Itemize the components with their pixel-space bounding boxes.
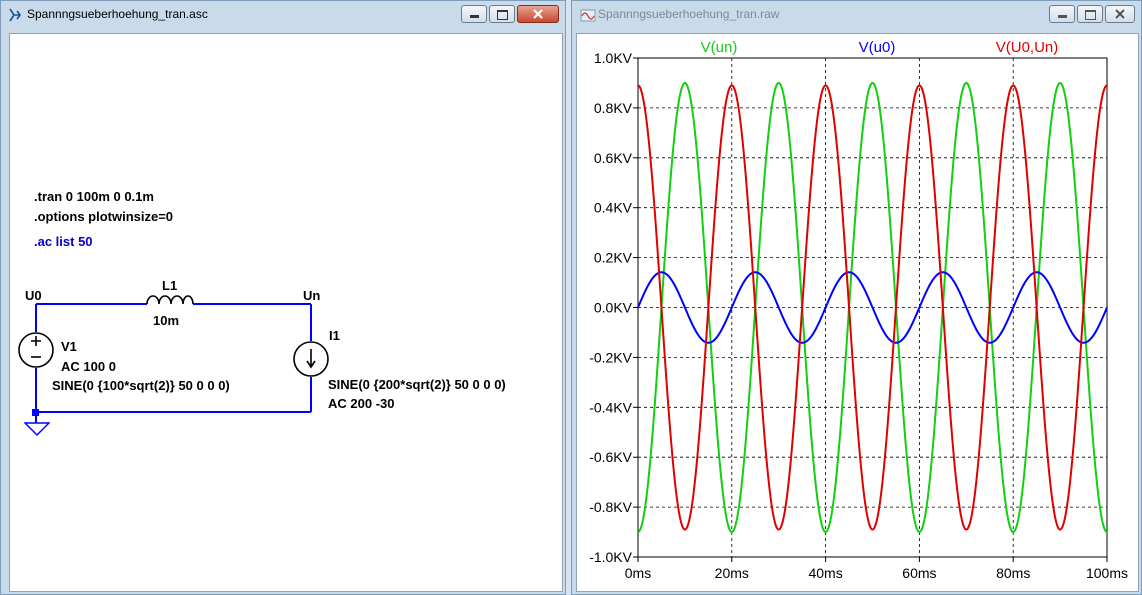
close-icon bbox=[533, 9, 543, 19]
schematic-titlebar[interactable]: Spannngsueberhoehung_tran.asc bbox=[1, 1, 565, 29]
minimize-icon bbox=[1058, 15, 1067, 18]
schematic-window[interactable]: Spannngsueberhoehung_tran.asc bbox=[0, 0, 566, 595]
legend-entry: V(u0) bbox=[859, 39, 896, 56]
close-button[interactable] bbox=[1105, 5, 1135, 23]
series-line-3 bbox=[637, 84, 1108, 531]
v1-name[interactable]: V1 bbox=[61, 339, 77, 354]
circuit-wiring bbox=[32, 303, 312, 423]
maximize-button[interactable] bbox=[489, 5, 515, 23]
minimize-icon bbox=[470, 15, 479, 18]
x-tick-label: 60ms bbox=[902, 565, 936, 581]
legend-entry: V(un) bbox=[701, 39, 738, 56]
v1-ac-value[interactable]: AC 100 0 bbox=[61, 359, 116, 374]
y-tick-label: -0.4KV bbox=[589, 399, 632, 415]
waveform-plot-area[interactable]: 1.0KV 0.8KV 0.6KV 0.4KV 0.2KV 0.0KV -0.2KV -0.4… bbox=[576, 33, 1139, 592]
y-tick-label: 0.0KV bbox=[594, 300, 633, 316]
options-directive[interactable]: .options plotwinsize=0 bbox=[34, 209, 174, 224]
waveform-window[interactable]: Spannngsueberhoehung_tran.raw 1.0KV 0.8KV… bbox=[571, 0, 1142, 595]
restore-icon bbox=[1085, 10, 1096, 20]
ltspice-schematic-icon bbox=[9, 8, 21, 22]
ground-symbol bbox=[24, 422, 50, 437]
y-tick-label: 0.4KV bbox=[594, 200, 633, 216]
maximize-button[interactable] bbox=[1077, 5, 1103, 23]
y-tick-label: -1.0KV bbox=[589, 549, 632, 565]
schematic-window-title: Spannngsueberhoehung_tran.asc bbox=[27, 7, 208, 21]
current-source-i1-symbol[interactable] bbox=[291, 339, 331, 379]
i1-sine-value[interactable]: SINE(0 {200*sqrt(2)} 50 0 0 0) bbox=[328, 377, 506, 392]
y-tick-label: 0.6KV bbox=[594, 150, 633, 166]
v1-sine-value[interactable]: SINE(0 {100*sqrt(2)} 50 0 0 0) bbox=[52, 378, 230, 393]
node-label-un[interactable]: Un bbox=[303, 288, 321, 303]
voltage-source-v1-symbol[interactable] bbox=[16, 330, 56, 370]
inductor-name[interactable]: L1 bbox=[162, 278, 178, 293]
waveform-window-title: Spannngsueberhoehung_tran.raw bbox=[598, 7, 780, 21]
y-tick-label: -0.2KV bbox=[589, 349, 632, 365]
x-tick-label: 0ms bbox=[625, 565, 651, 581]
waveform-titlebar[interactable]: Spannngsueberhoehung_tran.raw bbox=[572, 1, 1141, 29]
minimize-button[interactable] bbox=[461, 5, 487, 23]
y-tick-label: 0.8KV bbox=[594, 100, 633, 116]
x-tick-label: 20ms bbox=[715, 565, 749, 581]
i1-ac-value[interactable]: AC 200 -30 bbox=[328, 396, 395, 411]
inductor-value[interactable]: 10m bbox=[153, 313, 180, 328]
x-tick-label: 40ms bbox=[808, 565, 842, 581]
i1-name[interactable]: I1 bbox=[329, 328, 340, 343]
waveform-chart[interactable]: 1.0KV 0.8KV 0.6KV 0.4KV 0.2KV 0.0KV -0.2KV -0.4… bbox=[577, 34, 1138, 591]
x-tick-label: 100ms bbox=[1086, 565, 1128, 581]
minimize-button[interactable] bbox=[1049, 5, 1075, 23]
waveform-viewer-icon bbox=[580, 9, 596, 22]
y-tick-label: -0.8KV bbox=[589, 499, 632, 515]
inductor-l1-symbol[interactable] bbox=[146, 292, 194, 306]
ac-directive[interactable]: .ac list 50 bbox=[34, 234, 93, 249]
y-tick-label: 1.0KV bbox=[594, 50, 633, 66]
y-tick-label: 0.2KV bbox=[594, 250, 633, 266]
restore-icon bbox=[497, 10, 508, 20]
tran-directive[interactable]: .tran 0 100m 0 0.1m bbox=[34, 189, 154, 204]
close-button[interactable] bbox=[517, 5, 559, 23]
y-tick-label: -0.6KV bbox=[589, 449, 632, 465]
node-label-u0[interactable]: U0 bbox=[25, 288, 42, 303]
close-icon bbox=[1115, 9, 1125, 19]
series-line-2 bbox=[637, 271, 1108, 344]
schematic-canvas[interactable]: .tran 0 100m 0 0.1m .options plotwinsize… bbox=[9, 33, 563, 592]
series-line-1 bbox=[637, 81, 1108, 534]
legend-entry: V(U0,Un) bbox=[996, 39, 1059, 56]
x-tick-label: 80ms bbox=[996, 565, 1030, 581]
